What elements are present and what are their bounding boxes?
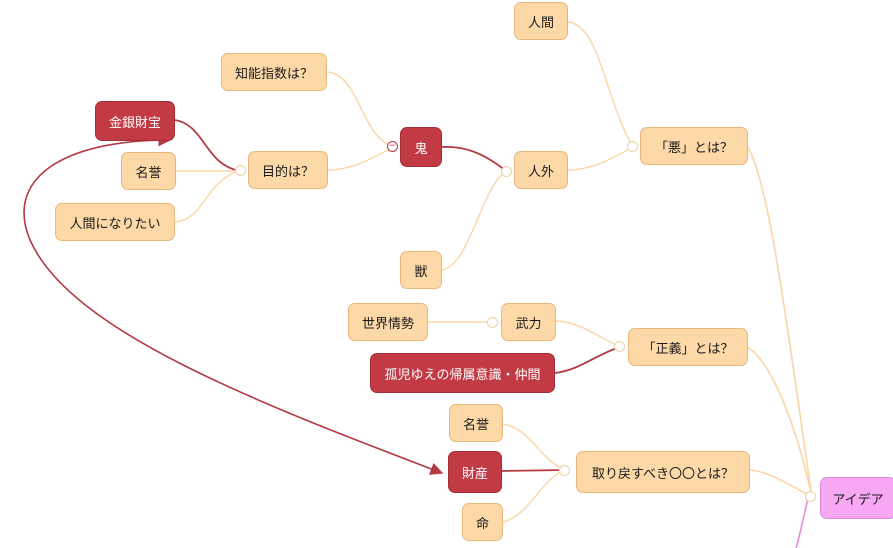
node-nonhuman-label: 人外 <box>527 164 554 180</box>
link-purpose-treasure <box>174 119 241 172</box>
node-world-affairs-label: 世界情勢 <box>361 316 414 332</box>
link-reclaim-property <box>501 469 566 472</box>
collapse-toggle-root[interactable] <box>805 491 816 502</box>
link-evil-human <box>567 21 634 148</box>
collapse-toggle-evil[interactable] <box>627 141 638 152</box>
node-iq-label: 知能指数は？ <box>234 66 313 82</box>
link-evil-nonhuman <box>567 146 634 171</box>
node-property[interactable]: 財産 <box>448 451 502 493</box>
link-justice-force <box>555 320 621 348</box>
node-human-label: 人間 <box>527 15 554 31</box>
node-honor-evil[interactable]: 名誉 <box>121 152 176 190</box>
root-node-idea[interactable]: アイデア <box>820 477 893 519</box>
collapse-toggle-force[interactable] <box>487 317 498 328</box>
node-human[interactable]: 人間 <box>514 2 568 40</box>
node-become-human[interactable]: 人間になりたい <box>55 203 175 241</box>
node-belonging-label: 孤児ゆえの帰属意識・仲間 <box>384 367 541 383</box>
node-reclaim[interactable]: 取り戻すべき〇〇とは？ <box>576 451 750 493</box>
link-root-down <box>795 497 809 548</box>
node-evil-label: 「悪」とは？ <box>654 140 733 156</box>
node-beast-label: 獣 <box>414 264 428 280</box>
relationship-arrow[interactable] <box>23 133 444 475</box>
node-treasure[interactable]: 金銀財宝 <box>95 101 175 141</box>
link-oni-purpose <box>327 146 394 171</box>
node-nonhuman[interactable]: 人外 <box>514 151 568 189</box>
link-nonhuman-oni <box>441 145 507 172</box>
link-nonhuman-beast <box>441 170 507 271</box>
node-oni-label: 鬼 <box>414 141 428 157</box>
node-force[interactable]: 武力 <box>501 303 556 341</box>
node-iq[interactable]: 知能指数は？ <box>221 53 327 91</box>
node-become-human-label: 人間になりたい <box>69 216 161 232</box>
node-property-label: 財産 <box>461 466 488 482</box>
collapse-toggle-purpose[interactable] <box>235 165 246 176</box>
node-reclaim-label: 取り戻すべき〇〇とは？ <box>591 466 735 482</box>
collapse-toggle-reclaim[interactable] <box>559 465 570 476</box>
node-justice[interactable]: 「正義」とは？ <box>628 328 748 366</box>
node-purpose-label: 目的は？ <box>261 164 314 180</box>
node-life-label: 命 <box>475 516 489 532</box>
node-evil[interactable]: 「悪」とは？ <box>640 127 748 165</box>
node-beast[interactable]: 獣 <box>400 251 442 289</box>
link-root-evil <box>746 145 813 498</box>
node-treasure-label: 金銀財宝 <box>108 115 161 131</box>
node-honor-reclaim[interactable]: 名誉 <box>449 404 503 442</box>
node-oni[interactable]: 鬼 <box>400 127 442 167</box>
link-purpose-become-human <box>174 170 241 223</box>
node-honor-evil-label: 名誉 <box>135 165 162 181</box>
node-honor-reclaim-label: 名誉 <box>462 417 489 433</box>
node-world-affairs[interactable]: 世界情勢 <box>348 303 428 341</box>
node-belonging[interactable]: 孤児ゆえの帰属意識・仲間 <box>370 353 555 393</box>
collapse-toggle-nonhuman[interactable] <box>501 166 512 177</box>
node-life[interactable]: 命 <box>462 503 503 541</box>
root-node-label: アイデア <box>832 492 884 508</box>
link-justice-belonging <box>554 346 621 374</box>
link-reclaim-honor <box>502 423 566 471</box>
link-root-reclaim <box>749 469 813 498</box>
link-root-justice <box>746 346 813 498</box>
link-oni-iq <box>326 71 394 148</box>
node-force-label: 武力 <box>515 316 542 332</box>
collapse-toggle-justice[interactable] <box>614 341 625 352</box>
node-justice-label: 「正義」とは？ <box>642 341 734 357</box>
node-purpose[interactable]: 目的は？ <box>248 151 328 189</box>
link-reclaim-life <box>502 469 566 523</box>
collapse-toggle-oni[interactable]: − <box>387 141 398 152</box>
